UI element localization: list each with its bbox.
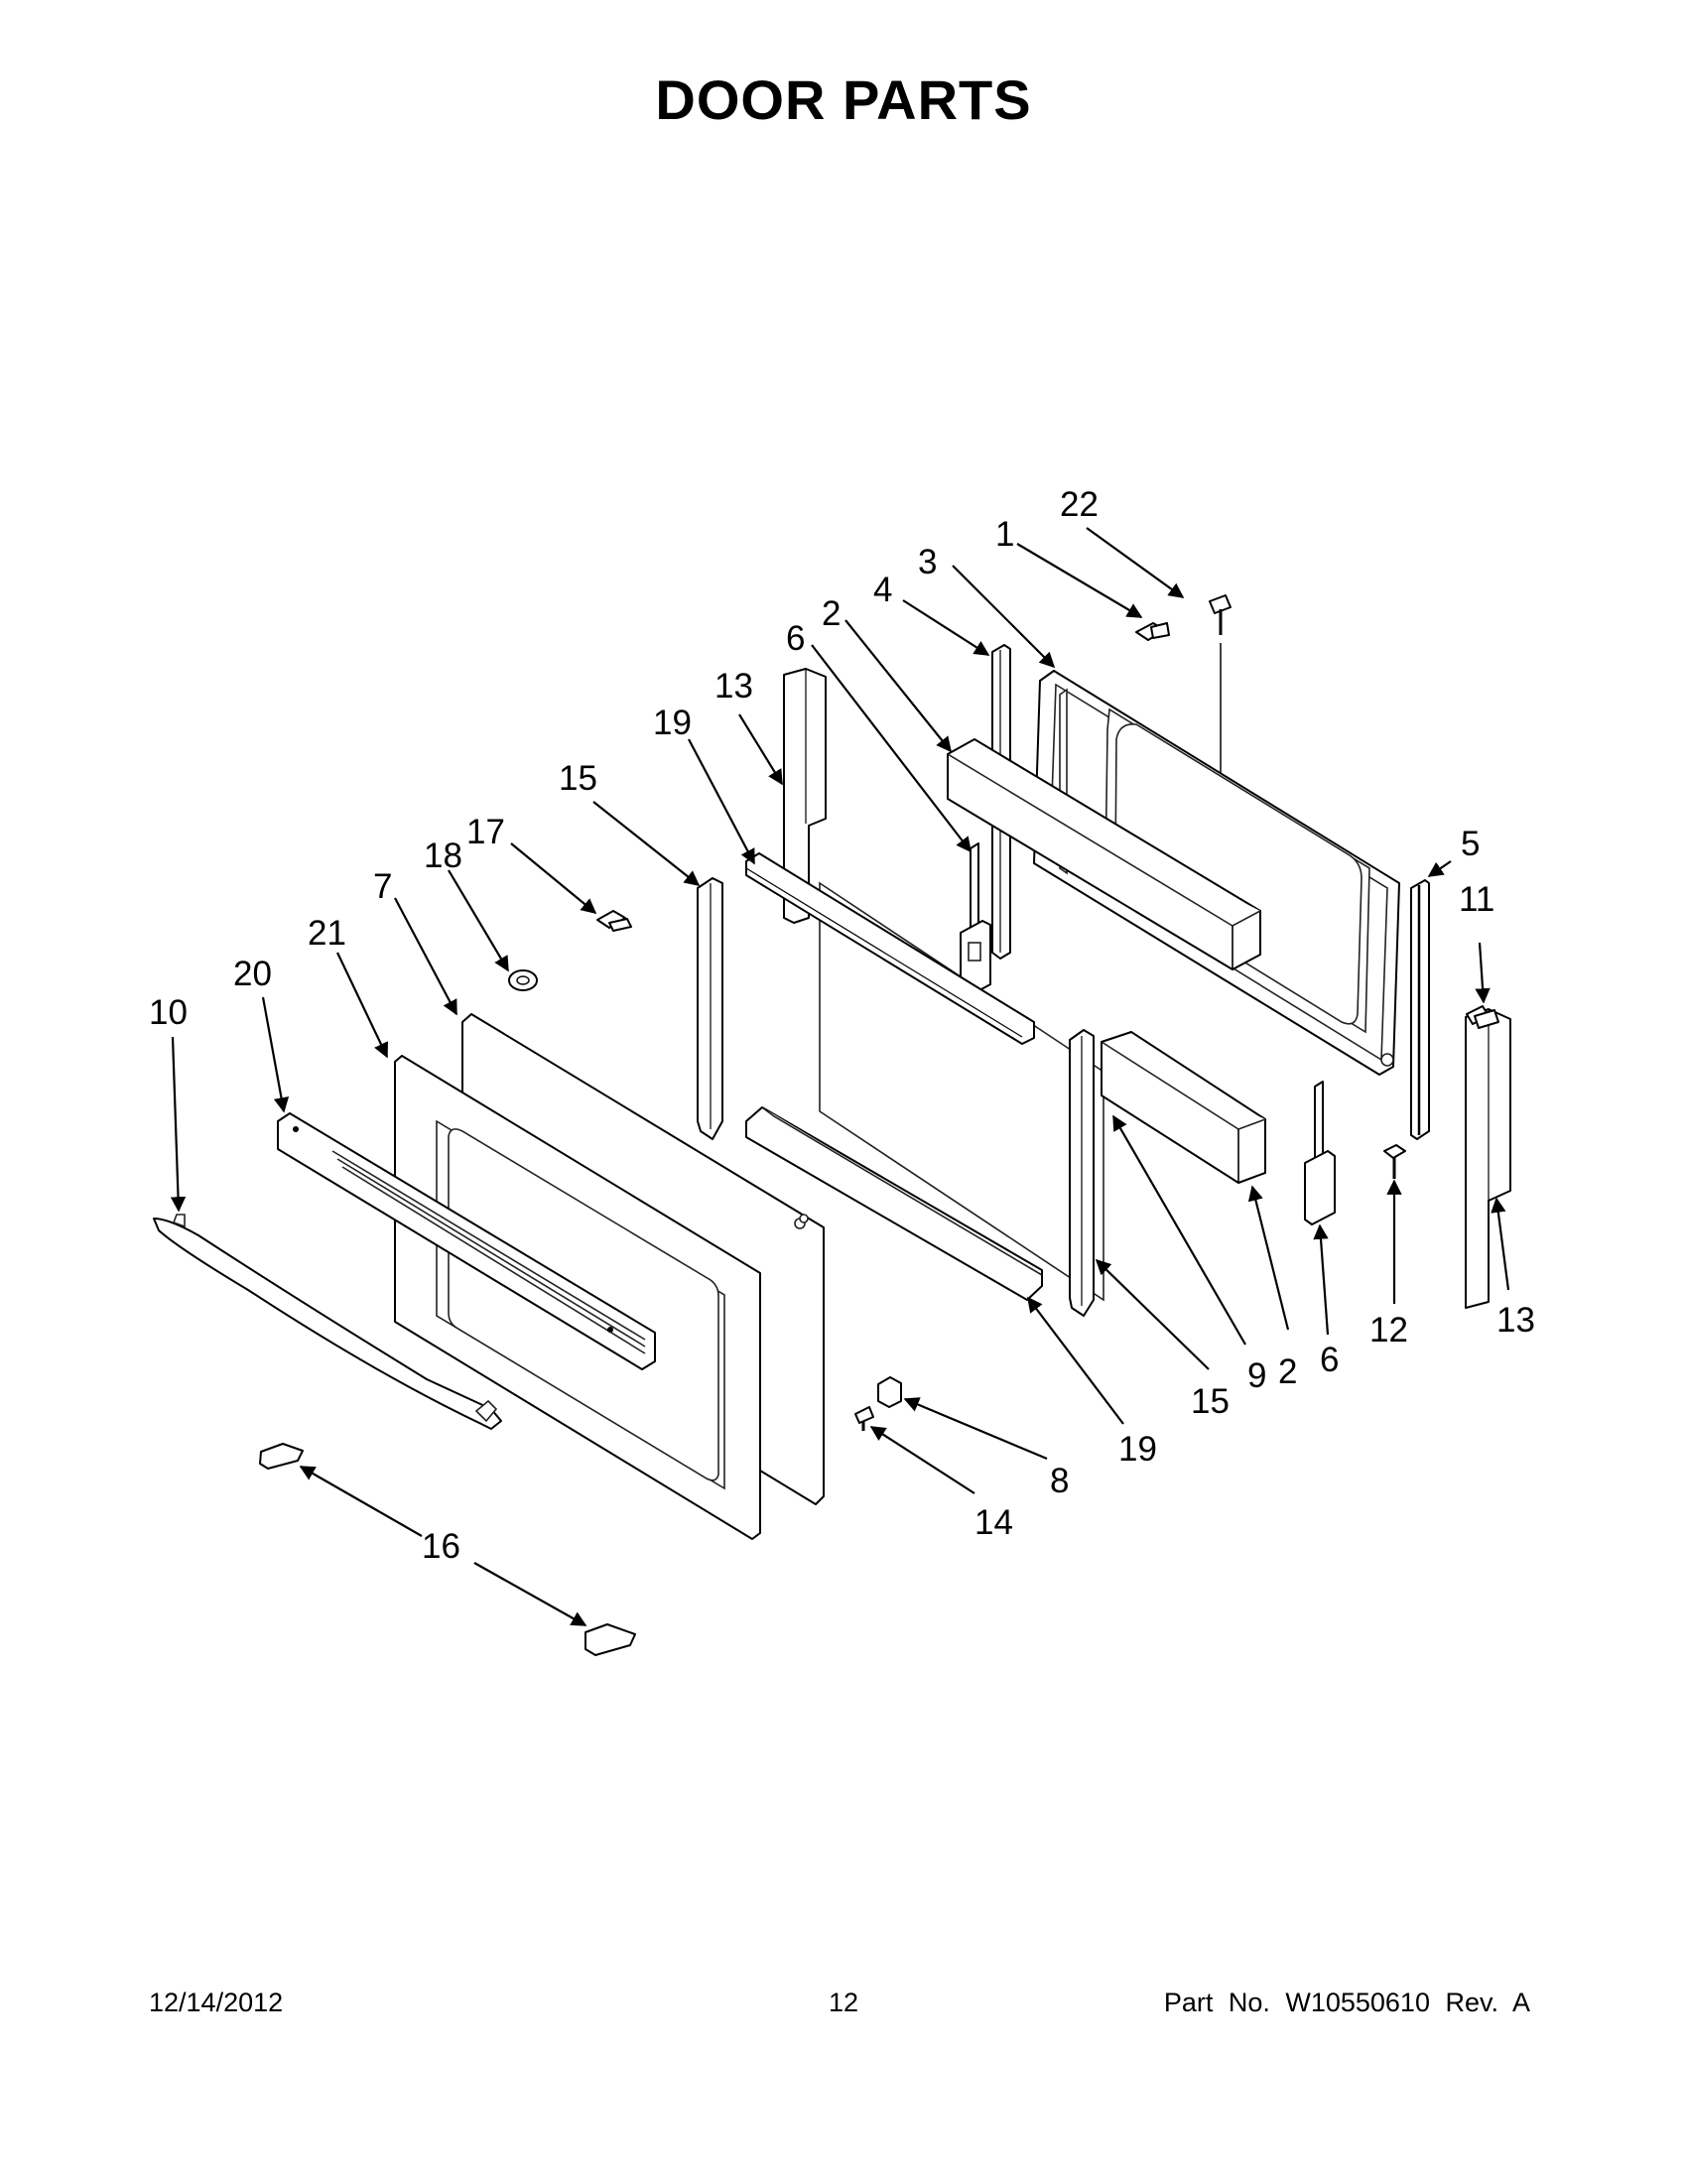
vent-trim xyxy=(277,1112,656,1370)
leader-lines xyxy=(170,527,1510,1626)
callout-1: 1 xyxy=(995,515,1014,554)
side-bracket-right xyxy=(1069,1029,1095,1317)
gasket-ring-18 xyxy=(508,969,538,991)
door-foot-right xyxy=(584,1623,636,1656)
page-title: DOOR PARTS xyxy=(655,68,1032,131)
callout-16: 16 xyxy=(422,1527,460,1566)
callout-11: 11 xyxy=(1459,880,1494,919)
callout-15-upper: 15 xyxy=(559,759,597,798)
door-foot-left xyxy=(259,1443,304,1470)
callout-21: 21 xyxy=(308,914,346,953)
screw-1 xyxy=(1135,622,1170,641)
callout-13-upper: 13 xyxy=(714,667,753,706)
spacer-bar-right xyxy=(1465,1008,1511,1309)
callout-19-upper: 19 xyxy=(653,704,692,742)
callout-19-lower: 19 xyxy=(1118,1430,1157,1469)
screw-11 xyxy=(1466,1005,1499,1029)
insulation-block-lower xyxy=(1101,1031,1266,1184)
footer-part-number: Part No. W10550610 Rev. A xyxy=(1163,1988,1530,2017)
footer-page-number: 12 xyxy=(828,1988,859,2017)
callout-6-lower: 6 xyxy=(1320,1341,1339,1379)
footer-date: 12/14/2012 xyxy=(149,1988,284,2017)
callout-7: 7 xyxy=(373,867,392,906)
side-bracket-left xyxy=(697,877,723,1140)
callout-18: 18 xyxy=(424,836,462,875)
callout-15-lower: 15 xyxy=(1191,1382,1230,1421)
callout-6-upper: 6 xyxy=(786,619,805,658)
clip-8 xyxy=(877,1376,902,1408)
screw-12 xyxy=(1383,1144,1406,1179)
callout-12: 12 xyxy=(1369,1311,1408,1349)
hinge-upper xyxy=(960,842,991,997)
callout-10: 10 xyxy=(149,993,188,1032)
glass-retainer-lower xyxy=(745,1106,1043,1301)
callout-14: 14 xyxy=(974,1503,1013,1542)
hinge-lower xyxy=(1304,1081,1336,1225)
callout-13-lower: 13 xyxy=(1496,1301,1535,1340)
callout-8: 8 xyxy=(1050,1462,1069,1500)
screw-22 xyxy=(1209,594,1232,774)
callout-5: 5 xyxy=(1461,825,1480,863)
callout-9: 9 xyxy=(1247,1356,1266,1395)
glass-retainer-upper xyxy=(745,852,1035,1045)
callout-3: 3 xyxy=(918,543,937,581)
callout-17: 17 xyxy=(466,813,505,851)
door-handle xyxy=(153,1214,502,1430)
callout-4: 4 xyxy=(873,571,892,609)
callout-22: 22 xyxy=(1060,485,1099,524)
callout-20: 20 xyxy=(233,955,272,993)
pin-14 xyxy=(854,1406,874,1431)
door-gasket-strip xyxy=(1410,879,1430,1140)
callout-labels: 22 1 3 4 2 6 13 19 15 17 18 7 21 20 10 5… xyxy=(149,485,1535,1566)
screw-17 xyxy=(596,910,632,932)
callout-2-lower: 2 xyxy=(1278,1352,1297,1391)
insulation-block-upper xyxy=(947,738,1261,970)
callout-2-upper: 2 xyxy=(822,594,841,633)
